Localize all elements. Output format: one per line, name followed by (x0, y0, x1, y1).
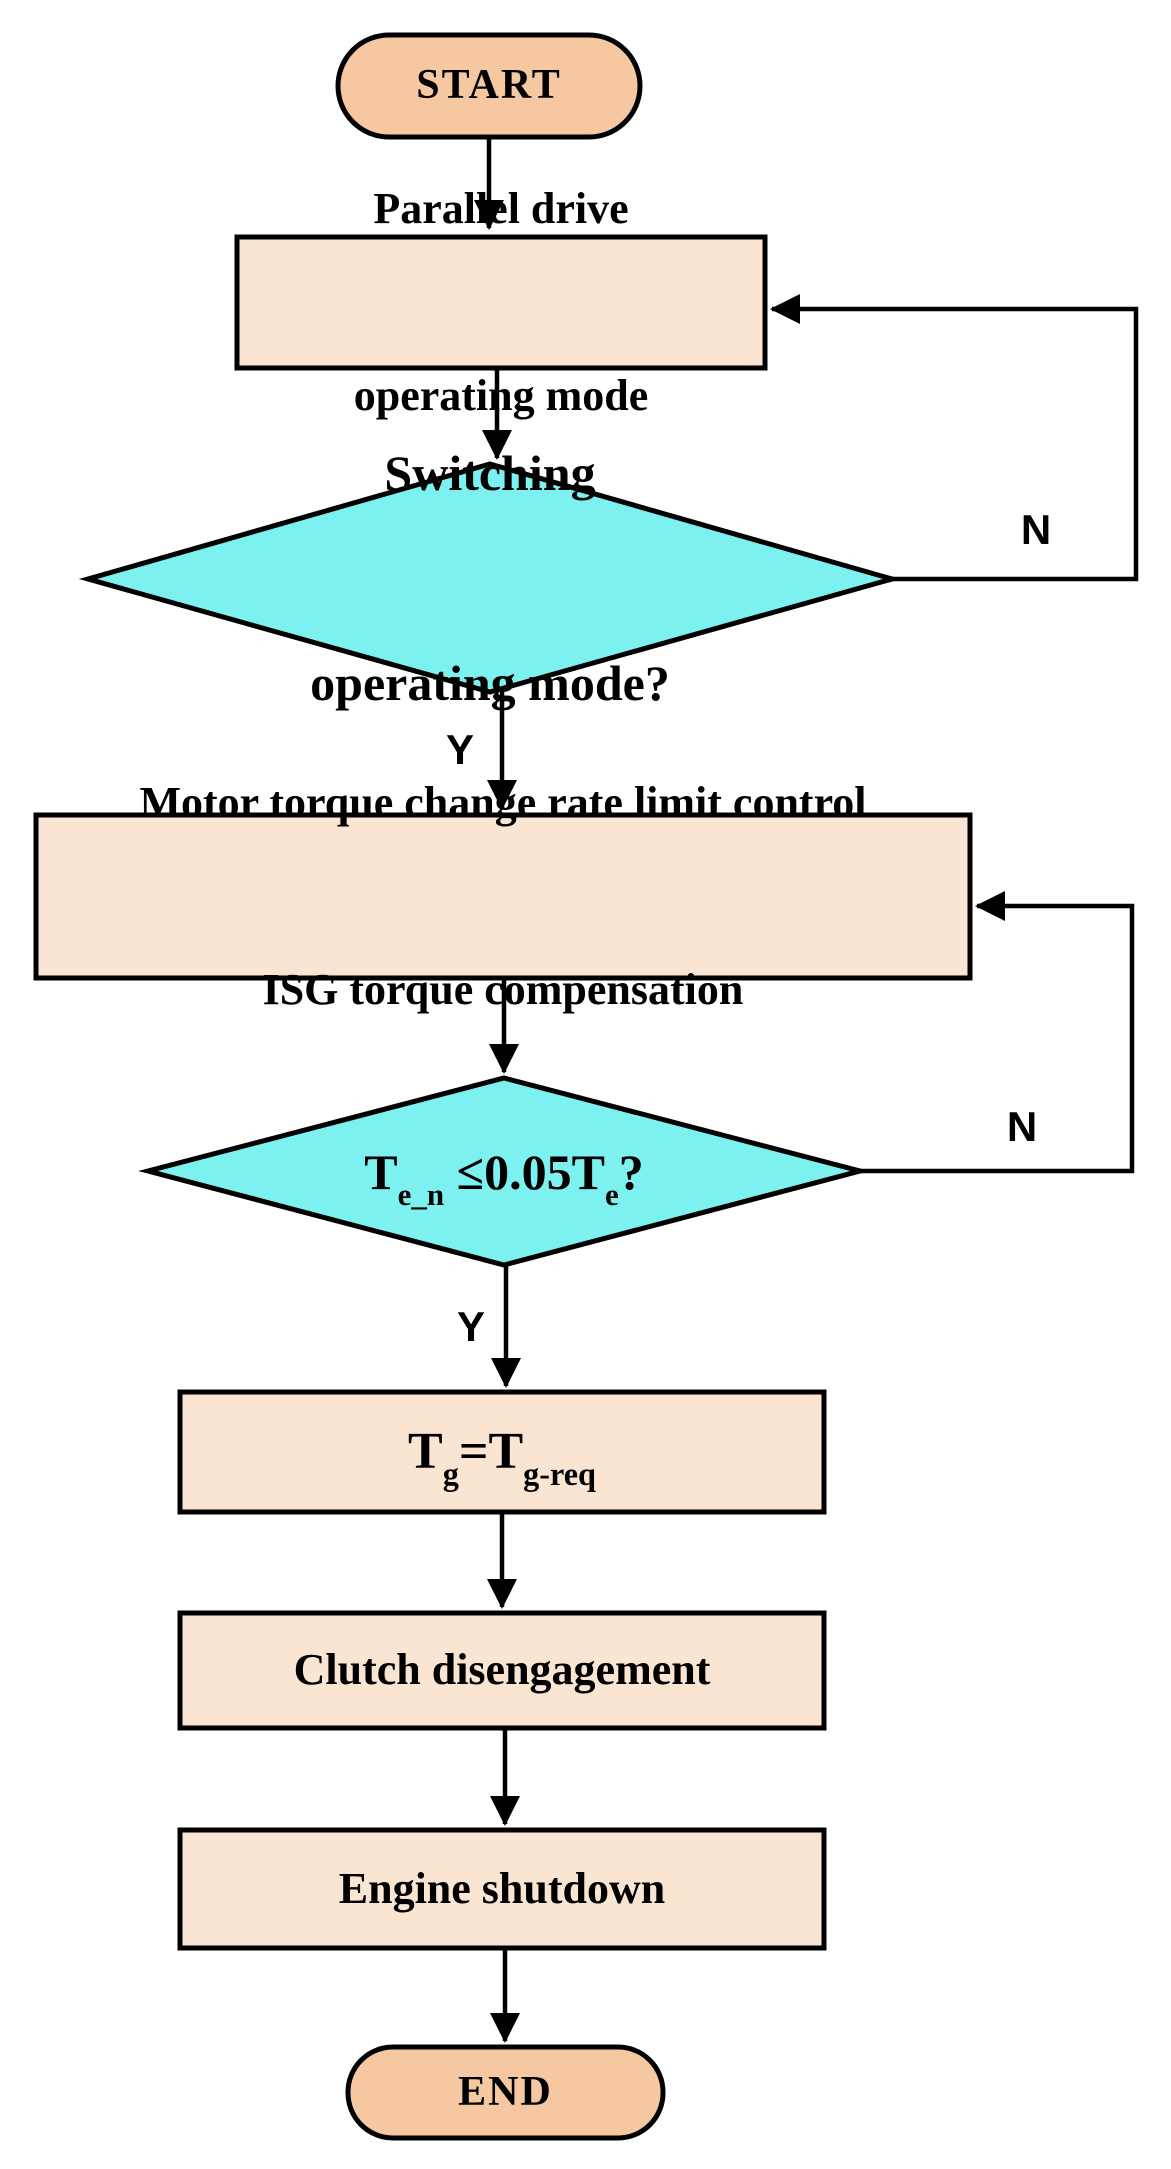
switching-decision-shape (78, 461, 902, 695)
switching-label-line2: operating mode? (310, 655, 670, 711)
tg-formula: Tg=Tg-req (408, 1423, 596, 1493)
loop-no-switching-to-parallel (770, 294, 1139, 582)
motor-label-line2: ISG torque compensation (262, 964, 744, 1014)
end-terminal-shape (345, 2044, 666, 2141)
branch-yes-1-label: Y (445, 726, 474, 774)
motor-label-line1: Motor torque change rate limit control (139, 777, 867, 827)
clutch-label: Clutch disengagement (293, 1645, 711, 1695)
techeck-label: Te_n ≤0.05Te? (148, 1078, 860, 1265)
tg-process-shape (177, 1389, 827, 1515)
parallel-label-line1: Parallel drive (373, 183, 629, 233)
branch-yes-2-label: Y (456, 1303, 485, 1351)
engine-process-shape (177, 1827, 827, 1951)
start-terminal-shape (335, 32, 643, 140)
tg-label: Tg=Tg-req (180, 1392, 824, 1512)
engine-label: Engine shutdown (338, 1863, 666, 1913)
branch-no-1-label: N (1020, 506, 1052, 554)
loop-no-techeck-to-motor (860, 891, 1135, 1174)
switching-label-line1: Switching (384, 445, 596, 501)
end-label: END (458, 2068, 553, 2115)
parallel-label-line2: operating mode (353, 370, 649, 420)
techeck-decision-shape (138, 1075, 870, 1268)
start-label: START (416, 62, 562, 109)
parallel-label: Parallel drive operating mode (237, 184, 765, 420)
switching-label: Switching operating mode? (88, 445, 892, 711)
motor-label: Motor torque change rate limit control I… (36, 778, 970, 1014)
clutch-process-shape (177, 1610, 827, 1731)
parallel-process-shape (234, 234, 768, 371)
techeck-formula: Te_n ≤0.05Te? (364, 1143, 644, 1213)
motor-process-shape (33, 812, 973, 981)
branch-no-2-label: N (1006, 1103, 1038, 1151)
